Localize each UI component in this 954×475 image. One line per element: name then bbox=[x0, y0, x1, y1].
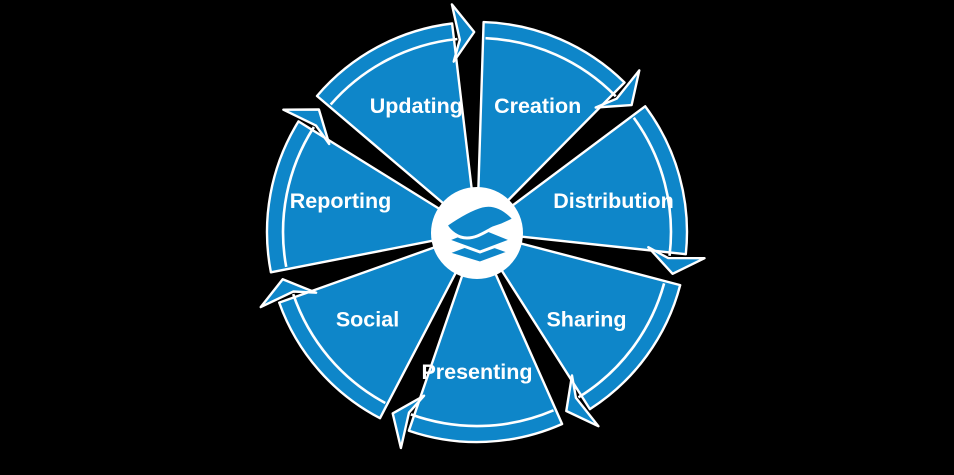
segment-sharing: Sharing bbox=[479, 232, 682, 428]
segment-arrowhead-sharing bbox=[565, 374, 600, 428]
segment-presenting: Presenting bbox=[391, 236, 564, 450]
segment-label-reporting: Reporting bbox=[290, 189, 392, 213]
segment-label-distribution: Distribution bbox=[553, 189, 674, 213]
segment-arrowhead-distribution bbox=[647, 246, 706, 275]
segment-arrowhead-updating bbox=[450, 3, 476, 63]
segment-arrow-line-sharing bbox=[577, 283, 666, 399]
segment-wedge-reporting bbox=[265, 120, 473, 274]
segment-arrowhead-creation bbox=[594, 69, 641, 109]
segment-arrowhead-social bbox=[259, 278, 318, 309]
segment-arrow-line-social bbox=[291, 293, 386, 405]
layers-icon-top-sheet bbox=[444, 203, 516, 240]
segment-wedge-sharing bbox=[479, 232, 682, 411]
segment-arrow-line-creation bbox=[485, 36, 617, 98]
segment-wedge-presenting bbox=[407, 236, 564, 444]
segment-wedge-distribution bbox=[480, 105, 689, 256]
segment-label-sharing: Sharing bbox=[546, 307, 626, 331]
segment-social: Social bbox=[259, 233, 476, 420]
center-badge bbox=[431, 187, 523, 279]
segment-label-creation: Creation bbox=[494, 94, 581, 118]
layers-icon bbox=[444, 203, 516, 265]
segment-wedge-updating bbox=[315, 22, 478, 230]
segment-arrow-line-distribution bbox=[632, 117, 673, 256]
segment-reporting: Reporting bbox=[265, 108, 473, 274]
segment-updating: Updating bbox=[315, 3, 478, 230]
segment-wedge-social bbox=[278, 233, 476, 420]
segment-distribution: Distribution bbox=[480, 105, 706, 275]
segment-arrowhead-reporting bbox=[282, 108, 331, 146]
segment-arrow-line-reporting bbox=[281, 126, 315, 268]
segment-creation: Creation bbox=[476, 20, 641, 229]
segment-label-updating: Updating bbox=[370, 94, 463, 118]
segment-label-presenting: Presenting bbox=[421, 360, 532, 384]
segment-arrow-line-presenting bbox=[410, 409, 555, 428]
segment-arrow-line-updating bbox=[329, 37, 458, 106]
segment-arrowhead-presenting bbox=[391, 394, 426, 450]
segment-label-social: Social bbox=[336, 307, 399, 331]
